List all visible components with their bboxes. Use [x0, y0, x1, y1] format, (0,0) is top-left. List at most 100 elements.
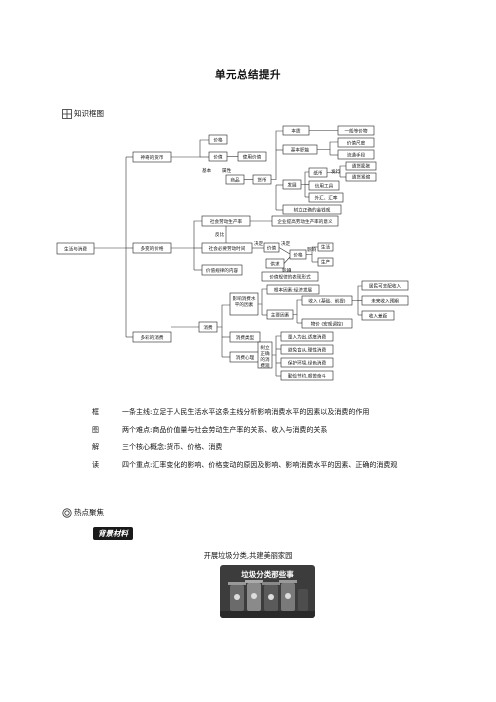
- node-principle-3: [280, 357, 334, 368]
- node-life-label: 生活: [321, 244, 331, 251]
- note-text: 三个核心概念:货币、价格、消费: [122, 443, 223, 451]
- node-circulation: [337, 149, 375, 160]
- small-jueding-2: 决定: [281, 240, 291, 247]
- node-future-income: [361, 295, 409, 306]
- garbage-sorting-poster: 垃圾分类那些事: [220, 565, 315, 618]
- section-title: 知识框图: [74, 109, 104, 118]
- node-credit-label: 信用工具: [315, 183, 334, 190]
- node-productivity-label: 社会劳动生产率: [210, 218, 243, 225]
- node-principle-2-label: 避免盲从,理性消费: [288, 347, 327, 354]
- branch-consumption-label: 多彩的消费: [141, 334, 164, 341]
- node-equivalent-label: 一般等价物: [345, 128, 368, 135]
- node-supply-demand-label: 供求: [270, 261, 280, 268]
- node-factors-l2: 平的因素: [235, 301, 254, 308]
- note-key: 图: [92, 425, 99, 434]
- note-row: 解 三个核心概念:货币、价格、消费: [92, 439, 452, 457]
- node-circulation-label: 流通手段: [347, 152, 366, 159]
- note-text: 一条主线:立足于人民生活水平这条主线分析影响消费水平的因素以及消费的作用: [122, 408, 370, 416]
- small-shuxing: 属性: [222, 167, 232, 174]
- node-necessary-labor-label: 社会必要劳动时间: [209, 245, 246, 252]
- node-law-of-value: [201, 264, 243, 276]
- note-text: 两个难点:商品价值量与社会劳动生产率的关系、收入与消费的关系: [122, 425, 328, 434]
- node-correct-view-l4: 费观: [260, 362, 270, 369]
- knowledge-diagram: 生活与消费 神奇的货币 价格 价值 使用价值 基本 属性 商品 货币 本质 基本…: [56, 125, 409, 381]
- node-correct-view-l3: 的消: [260, 356, 270, 363]
- node-deflation: [345, 172, 377, 182]
- node-principle-4: [280, 370, 334, 381]
- branch-price-label: 多变的价格: [141, 245, 164, 252]
- target-icon: [62, 507, 72, 518]
- branch-consumption: [132, 331, 172, 343]
- node-principle-3-label: 保护环境,绿色消费: [288, 360, 327, 367]
- node-principle-1: [280, 331, 334, 342]
- small-jiben: 基本: [202, 167, 212, 174]
- root-label: 生活与消费: [64, 246, 87, 253]
- node-forex: [308, 192, 344, 203]
- small-yingxiang: 影响: [282, 267, 292, 274]
- node-income-gap: [361, 310, 395, 321]
- page-title: 单元总结提升: [215, 69, 281, 81]
- small-faxing: 发行: [331, 168, 341, 175]
- node-enterprise-label: 企业提高劳动生产率的意义: [277, 218, 333, 225]
- note-row: 读 四个重点:汇率变化的影响、价格变动的原因及影响、影响消费水平的因素、正确的消…: [92, 457, 452, 475]
- node-deflation-label: 通货紧缩: [352, 174, 371, 181]
- node-price-label: 价格: [213, 137, 223, 144]
- node-credit: [308, 180, 340, 191]
- node-future-income-label: 未来收入预期: [371, 298, 399, 305]
- node-enterprise: [271, 215, 339, 227]
- node-money-view: [282, 204, 342, 215]
- node-production-label: 生产: [321, 259, 331, 266]
- section-hot-topics: 热点聚焦: [62, 507, 104, 518]
- node-prices: [301, 318, 353, 329]
- node-currency-label: 货币: [257, 177, 267, 184]
- material-caption: 开展垃圾分类,共建美丽家园: [203, 551, 293, 560]
- node-correct-view-l2: 正确: [260, 350, 270, 357]
- node-value-scale-label: 价值尺度: [347, 140, 366, 147]
- node-use-value-label: 使用价值: [243, 154, 262, 161]
- node-basic-function-label: 基本职能: [291, 147, 310, 154]
- node-money-view-label: 树立正确的金钱观: [294, 207, 331, 214]
- node-consumption-type: [229, 331, 261, 343]
- branch-money-label: 神奇的货币: [141, 154, 164, 161]
- node-essence-label: 本质: [291, 128, 301, 135]
- node-value-scale: [337, 137, 375, 148]
- node-prices-label: 物价 (宏观调控): [311, 321, 344, 328]
- section-title: 热点聚焦: [74, 508, 104, 517]
- node-price: [208, 134, 228, 145]
- node-law-form-label: 价值规律的表现形式: [269, 274, 311, 281]
- node-value-label: 价值: [213, 154, 223, 161]
- background-material-badge: 背景材料: [93, 527, 133, 540]
- node-production: [317, 257, 334, 267]
- node-root-factor: [266, 284, 320, 295]
- node-income-gap-label: 收入差距: [369, 313, 388, 320]
- small-fanbi: 反比: [215, 231, 225, 238]
- node-consumption-type-label: 消费类型: [236, 334, 255, 341]
- note-key: 解: [92, 443, 99, 451]
- node-law-of-value-label: 价值规律的内容: [206, 267, 239, 274]
- node-commodity-label: 商品: [230, 177, 240, 184]
- node-correct-view-l1: 树立: [260, 344, 270, 351]
- node-law-form: [261, 271, 319, 282]
- node-equivalent: [337, 125, 375, 136]
- node-forex-label: 外汇、汇率: [315, 195, 338, 202]
- node-income-label: 收入 (基础、前提): [308, 298, 345, 305]
- note-text: 四个重点:汇率变化的影响、价格变动的原因及影响、影响消费水平的因素、正确的消费观: [122, 460, 398, 469]
- note-key: 框: [92, 408, 99, 416]
- poster-title: 垃圾分类那些事: [241, 570, 294, 579]
- note-key: 读: [92, 460, 99, 469]
- node-inflation: [345, 161, 377, 171]
- node-principle-2: [280, 344, 334, 355]
- node-consumption-label: 消费: [203, 324, 213, 331]
- node-disposable-income-label: 居民可支配收入: [369, 283, 402, 290]
- node-paper-money-label: 纸币: [313, 170, 323, 177]
- note-row: 图 两个难点:商品价值量与社会劳动生产率的关系、收入与消费的关系: [92, 422, 452, 440]
- node-factors-l1: 影响消费水: [233, 295, 256, 302]
- node-main-factor-label: 主要因素: [271, 312, 290, 319]
- node-develop-label: 发展: [287, 182, 297, 189]
- small-jueding: 决定: [254, 240, 264, 247]
- node-consumption-psych-label: 消费心理: [236, 354, 255, 361]
- node-disposable-income: [361, 280, 409, 291]
- diagram-notes: 框 一条主线:立足于人民生活水平这条主线分析影响消费水平的因素以及消费的作用 图…: [92, 404, 452, 474]
- node-principle-1-label: 量入为出,适度消费: [288, 334, 327, 341]
- node-price-2-label: 价格: [293, 252, 303, 259]
